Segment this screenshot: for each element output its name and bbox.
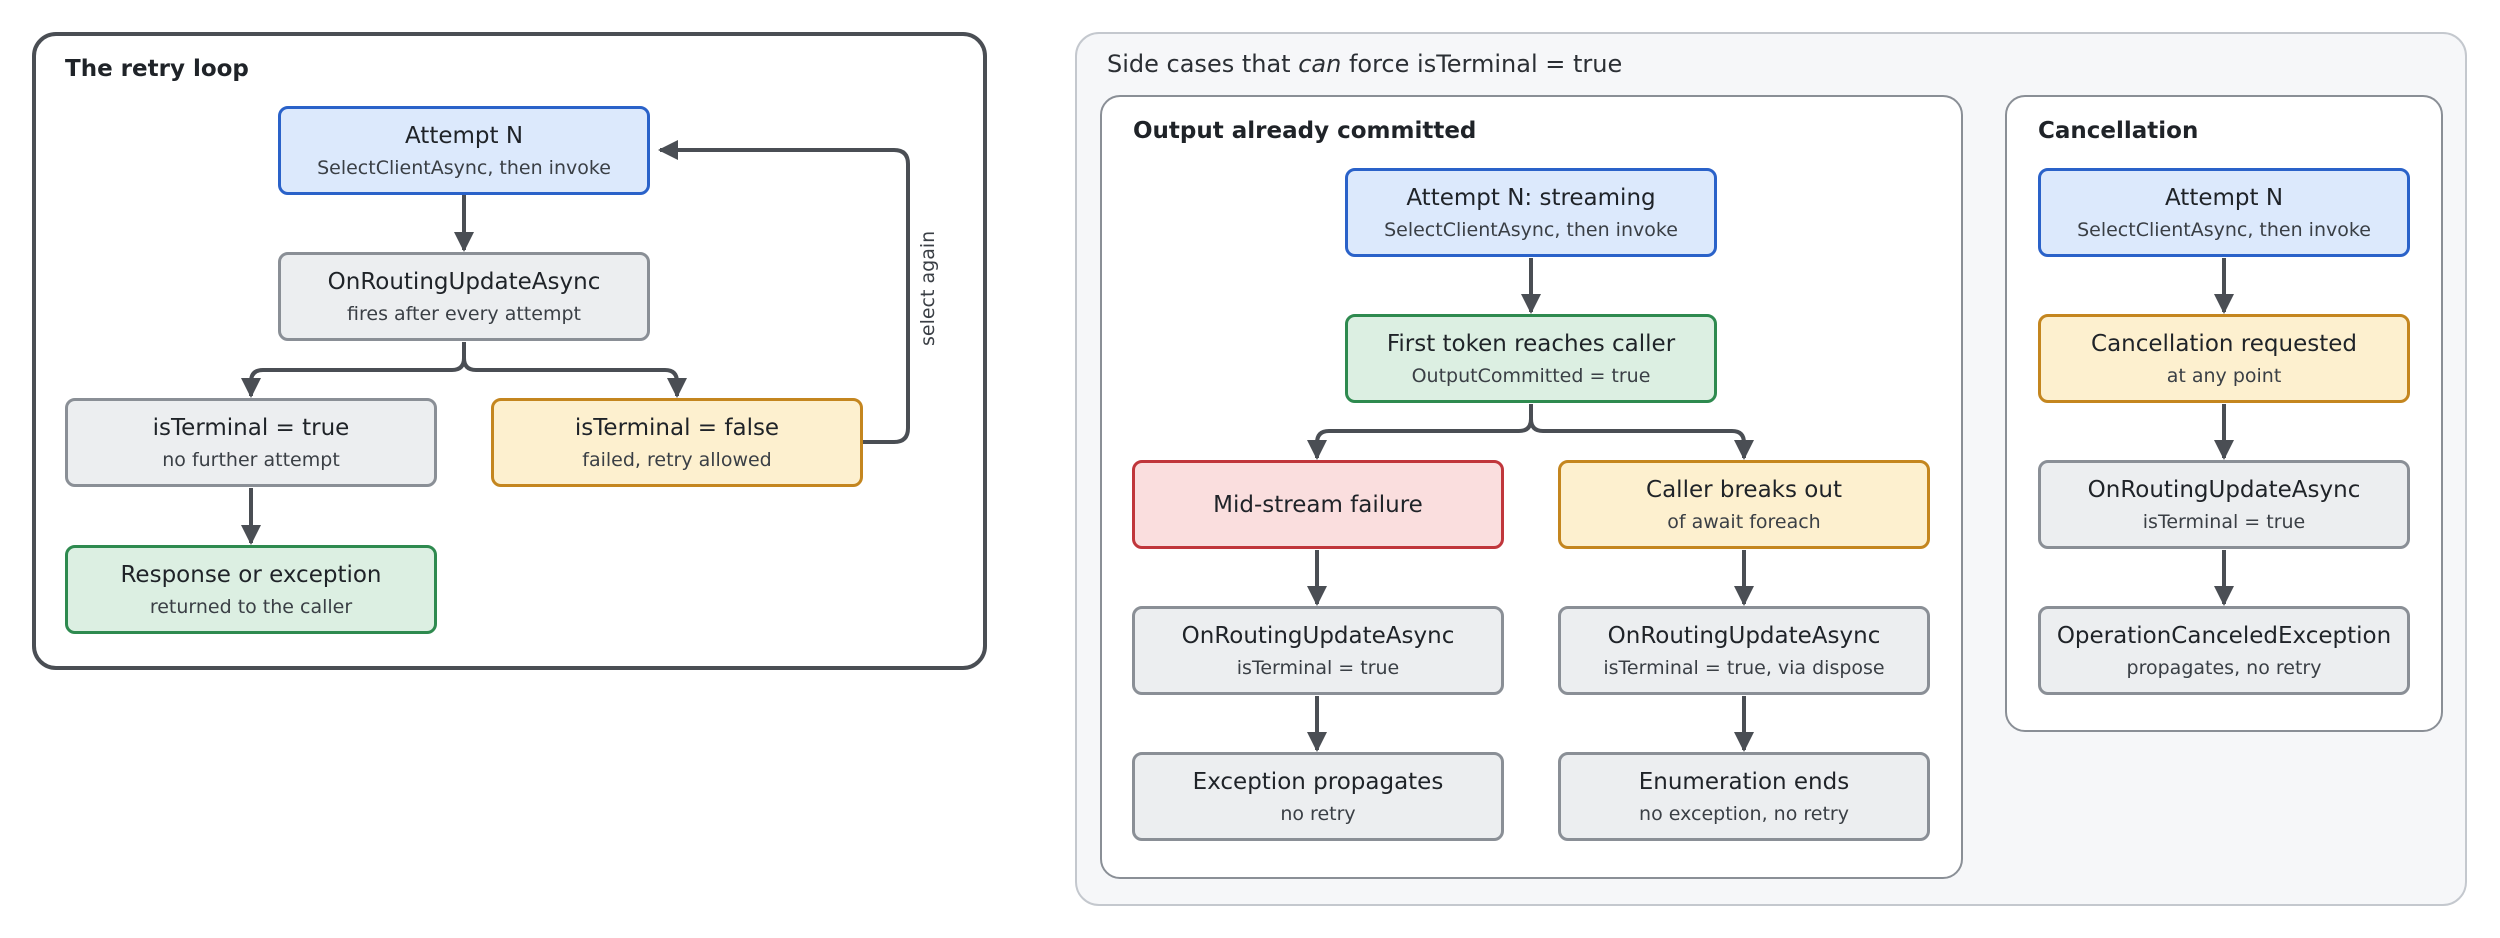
node-is-terminal-false: isTerminal = false failed, retry allowed xyxy=(491,398,863,487)
node-subtitle: no further attempt xyxy=(162,448,340,471)
node-title: Attempt N: streaming xyxy=(1406,184,1656,211)
node-subtitle: SelectClientAsync, then invoke xyxy=(1384,218,1678,241)
side-cases-title-post: force isTerminal = true xyxy=(1341,50,1623,78)
edge-select-again-loop xyxy=(658,140,910,444)
node-routing-update-midstream: OnRoutingUpdateAsync isTerminal = true xyxy=(1132,606,1504,695)
node-subtitle: failed, retry allowed xyxy=(582,448,772,471)
node-title: isTerminal = false xyxy=(574,414,780,441)
node-title: Caller breaks out xyxy=(1646,476,1842,503)
edge-routing-to-terminal-false xyxy=(462,342,687,398)
select-again-label: select again xyxy=(917,230,939,346)
node-title: Cancellation requested xyxy=(2091,330,2357,357)
node-subtitle: isTerminal = true xyxy=(2142,510,2306,533)
node-title: Enumeration ends xyxy=(1638,768,1850,795)
node-subtitle: at any point xyxy=(2166,364,2282,387)
node-response-or-exception: Response or exception returned to the ca… xyxy=(65,545,437,634)
node-title: Exception propagates xyxy=(1192,768,1444,795)
node-cancel-attempt: Attempt N SelectClientAsync, then invoke xyxy=(2038,168,2410,257)
node-title: Mid-stream failure xyxy=(1213,491,1423,518)
node-streaming-attempt: Attempt N: streaming SelectClientAsync, … xyxy=(1345,168,1717,257)
node-on-routing-update: OnRoutingUpdateAsync fires after every a… xyxy=(278,252,650,341)
node-caller-breaks-out: Caller breaks out of await foreach xyxy=(1558,460,1930,549)
node-title: OnRoutingUpdateAsync xyxy=(1181,622,1455,649)
node-midstream-failure: Mid-stream failure xyxy=(1132,460,1504,549)
node-subtitle: SelectClientAsync, then invoke xyxy=(317,156,611,179)
node-routing-update-dispose: OnRoutingUpdateAsync isTerminal = true, … xyxy=(1558,606,1930,695)
node-subtitle: returned to the caller xyxy=(149,595,353,618)
node-subtitle: propagates, no retry xyxy=(2126,656,2322,679)
node-title: OperationCanceledException xyxy=(2056,622,2392,649)
node-subtitle: isTerminal = true xyxy=(1236,656,1400,679)
side-cases-title-em: can xyxy=(1298,50,1342,78)
node-enumeration-ends: Enumeration ends no exception, no retry xyxy=(1558,752,1930,841)
node-cancel-routing-update: OnRoutingUpdateAsync isTerminal = true xyxy=(2038,460,2410,549)
side-cases-title-pre: Side cases that xyxy=(1107,50,1299,78)
node-title: isTerminal = true xyxy=(152,414,350,441)
node-cancellation-requested: Cancellation requested at any point xyxy=(2038,314,2410,403)
retry-loop-title: The retry loop xyxy=(65,56,249,82)
edge-first-token-to-midstream xyxy=(1307,404,1533,460)
node-title: Response or exception xyxy=(120,561,382,588)
node-subtitle: OutputCommitted = true xyxy=(1411,364,1651,387)
node-first-token: First token reaches caller OutputCommitt… xyxy=(1345,314,1717,403)
node-title: Attempt N xyxy=(2164,184,2284,211)
node-title: Attempt N xyxy=(404,122,524,149)
node-operation-canceled: OperationCanceledException propagates, n… xyxy=(2038,606,2410,695)
node-title: OnRoutingUpdateAsync xyxy=(1607,622,1881,649)
output-committed-title: Output already committed xyxy=(1133,118,1477,144)
node-exception-propagates: Exception propagates no retry xyxy=(1132,752,1504,841)
node-title: First token reaches caller xyxy=(1386,330,1676,357)
side-cases-title: Side cases that can force isTerminal = t… xyxy=(1107,50,1622,78)
node-title: OnRoutingUpdateAsync xyxy=(327,268,601,295)
edge-routing-to-terminal-true xyxy=(241,342,466,398)
node-subtitle: no retry xyxy=(1280,802,1356,825)
edge-first-token-to-breaks-out xyxy=(1529,404,1754,460)
node-subtitle: SelectClientAsync, then invoke xyxy=(2077,218,2371,241)
node-subtitle: fires after every attempt xyxy=(347,302,581,325)
node-title: OnRoutingUpdateAsync xyxy=(2087,476,2361,503)
node-attempt-n: Attempt N SelectClientAsync, then invoke xyxy=(278,106,650,195)
node-subtitle: of await foreach xyxy=(1667,510,1821,533)
node-subtitle: no exception, no retry xyxy=(1639,802,1849,825)
node-is-terminal-true: isTerminal = true no further attempt xyxy=(65,398,437,487)
node-subtitle: isTerminal = true, via dispose xyxy=(1603,656,1885,679)
cancellation-title: Cancellation xyxy=(2038,118,2199,144)
